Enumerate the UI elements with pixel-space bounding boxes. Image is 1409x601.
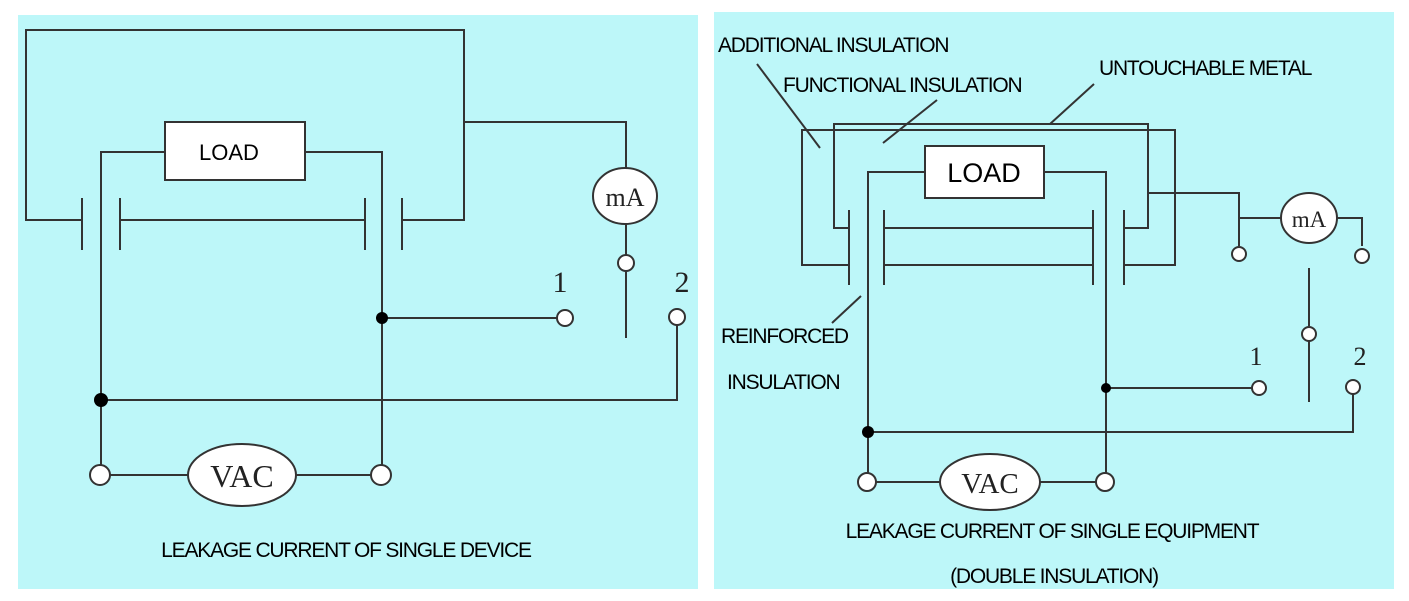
right-load-wire-right — [1044, 171, 1107, 482]
right-vac-label: VAC — [961, 468, 1019, 500]
untouchable-metal-leader — [1049, 83, 1095, 125]
left-panel-background — [18, 15, 698, 589]
additional-insulation-label: ADDITIONAL INSULATION — [718, 34, 948, 57]
functional-insulation-leader — [882, 99, 938, 144]
left-diagram: LOAD mA 1 2 VAC LEAKAGE CURRENT OF SINGL… — [18, 15, 698, 589]
right-meter-terminal-right — [1354, 248, 1370, 264]
left-terminal-2 — [668, 308, 686, 326]
right-ma-label: mA — [1292, 207, 1327, 232]
left-t2-wire — [101, 325, 678, 401]
left-vac-label: VAC — [210, 458, 273, 494]
right-junction-right — [1101, 383, 1111, 393]
left-load-wire-right — [305, 151, 383, 475]
right-vac-terminal-right — [1095, 472, 1115, 492]
right-caption-line2: (DOUBLE INSULATION) — [950, 565, 1158, 588]
left-load-wire-left — [100, 151, 165, 475]
untouchable-metal-label: UNTOUCHABLE METAL — [1099, 57, 1312, 80]
left-junction-right — [376, 312, 388, 324]
left-vac-terminal-left — [89, 464, 111, 486]
right-outer-enclosure — [801, 129, 1176, 266]
right-junction-left — [862, 426, 874, 438]
reinforced-label-line2: INSULATION — [727, 371, 839, 394]
reinforced-label-line1: REINFORCED — [721, 325, 849, 348]
right-diagram: ADDITIONAL INSULATION FUNCTIONAL INSULAT… — [714, 12, 1394, 589]
right-vac-source — [939, 453, 1041, 511]
right-terminal-2 — [1345, 379, 1361, 395]
right-load-wire-left — [867, 171, 925, 482]
left-load-box — [164, 121, 306, 181]
left-case-wire — [25, 29, 465, 221]
right-terminal-1 — [1251, 380, 1267, 396]
right-load-label: LOAD — [947, 158, 1021, 188]
right-t2-wire — [868, 394, 1354, 433]
right-vac-terminal-left — [857, 472, 877, 492]
left-meter-wire — [464, 121, 627, 173]
left-ma-label: mA — [606, 183, 645, 212]
right-functional-enclosure — [833, 123, 1149, 229]
functional-insulation-label: FUNCTIONAL INSULATION — [783, 74, 1022, 97]
additional-insulation-leader — [756, 63, 821, 149]
left-terminal-2-label: 2 — [675, 266, 690, 299]
left-vac-terminal-right — [370, 464, 392, 486]
left-load-label: LOAD — [199, 140, 259, 165]
right-load-box — [924, 145, 1045, 199]
right-panel-background — [714, 12, 1394, 589]
right-switch-pivot — [1301, 326, 1317, 342]
left-junction-left — [94, 393, 108, 407]
left-switch-pivot — [617, 254, 635, 272]
left-terminal-1 — [556, 309, 574, 327]
right-meter-lead-right — [1337, 217, 1363, 246]
left-caption: LEAKAGE CURRENT OF SINGLE DEVICE — [161, 539, 532, 562]
right-terminal-1-label: 1 — [1250, 342, 1263, 371]
left-vac-source — [187, 443, 297, 507]
right-meter-terminal-left — [1231, 246, 1247, 262]
right-terminal-2-label: 2 — [1354, 342, 1367, 371]
right-caption-line1: LEAKAGE CURRENT OF SINGLE EQUIPMENT — [846, 520, 1260, 543]
reinforced-insulation-leader — [831, 295, 862, 324]
right-meter-wire-left — [1148, 192, 1240, 246]
left-terminal-1-label: 1 — [553, 266, 568, 299]
